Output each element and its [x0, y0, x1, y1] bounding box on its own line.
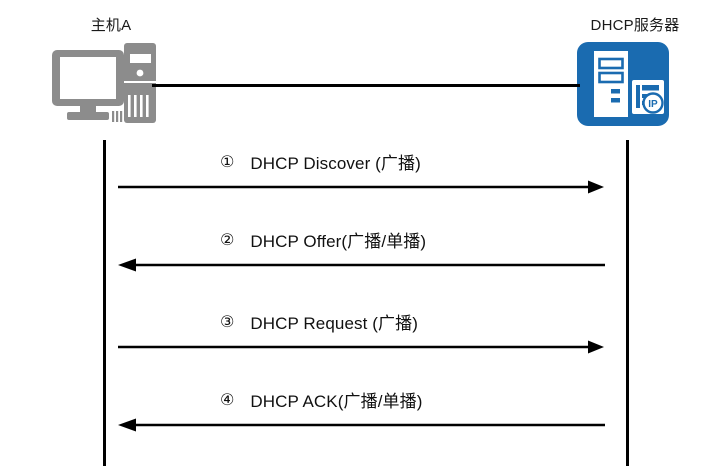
server-ip-badge-text: IP [648, 99, 658, 110]
message-4: ④ DHCP ACK(广播/单播) [110, 388, 610, 434]
message-2-label: ② DHCP Offer(广播/单播) [110, 228, 610, 254]
host-lifeline [103, 140, 106, 466]
host-node-label: 主机A [90, 17, 132, 34]
message-1-arrow-right [110, 178, 610, 196]
message-1-number: ① [220, 154, 235, 171]
message-3: ③ DHCP Request (广播) [110, 310, 610, 356]
message-3-number: ③ [220, 314, 235, 331]
message-4-text: DHCP ACK(广播/单播) [250, 391, 423, 411]
message-3-text: DHCP Request (广播) [250, 313, 418, 333]
message-1-text: DHCP Discover (广播) [250, 153, 421, 173]
message-3-label: ③ DHCP Request (广播) [110, 310, 610, 336]
message-2-text: DHCP Offer(广播/单播) [250, 231, 427, 251]
message-2: ② DHCP Offer(广播/单播) [110, 228, 610, 274]
message-4-label: ④ DHCP ACK(广播/单播) [110, 388, 610, 414]
message-2-number: ② [220, 232, 235, 249]
network-link-line [152, 84, 580, 87]
message-1-label: ① DHCP Discover (广播) [110, 150, 610, 176]
message-2-arrow-left [110, 256, 610, 274]
message-4-arrow-left [110, 416, 610, 434]
message-3-arrow-right [110, 338, 610, 356]
dhcp-server-icon: IP [577, 42, 669, 126]
server-node-label: DHCP服务器 [590, 17, 680, 34]
desktop-computer-icon [50, 41, 162, 127]
message-4-number: ④ [220, 392, 235, 409]
server-lifeline [626, 140, 629, 466]
message-1: ① DHCP Discover (广播) [110, 150, 610, 196]
